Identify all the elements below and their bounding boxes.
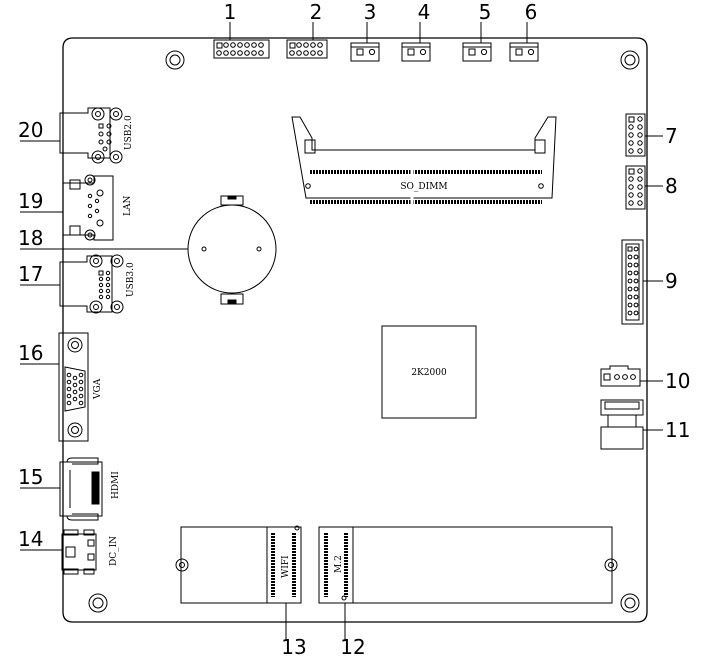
- callout-14: 14: [18, 527, 43, 551]
- callout-20: 20: [18, 118, 43, 142]
- dc-in-jack: [61, 529, 97, 575]
- leader-lines: [20, 22, 663, 640]
- callout-6: 6: [525, 0, 538, 24]
- wifi-slot: [175, 525, 302, 604]
- callout-9: 9: [665, 269, 678, 293]
- callout-1: 1: [224, 0, 237, 24]
- callout-16: 16: [18, 341, 43, 365]
- lan-port: [62, 174, 114, 241]
- header-1: [213, 39, 270, 59]
- header-8: [625, 165, 646, 210]
- vga-port: [58, 332, 89, 442]
- header-7: [625, 113, 646, 157]
- callout-11: 11: [665, 418, 690, 442]
- so-dimm-slot: [291, 116, 557, 206]
- connector-10: [600, 365, 641, 387]
- callout-3: 3: [364, 0, 377, 24]
- callout-8: 8: [665, 174, 678, 198]
- mounting-holes: [88, 50, 640, 613]
- wifi-label: WIFI: [281, 555, 291, 578]
- connector-11: [600, 399, 644, 450]
- callout-15: 15: [18, 465, 43, 489]
- callout-12: 12: [340, 635, 365, 659]
- hdmi-label: HDMI: [111, 471, 121, 499]
- usb3-port: [59, 254, 124, 314]
- callout-17: 17: [18, 262, 43, 286]
- connector-4: [401, 42, 431, 62]
- callout-4: 4: [418, 0, 431, 24]
- usb2-port: [59, 107, 123, 164]
- callout-18: 18: [18, 226, 43, 250]
- callout-7: 7: [665, 124, 678, 148]
- chip-label: 2K2000: [411, 368, 447, 378]
- header-9: [621, 239, 644, 325]
- header-2: [286, 39, 328, 59]
- callout-10: 10: [665, 369, 690, 393]
- so-dimm-label: SO_DIMM: [400, 182, 447, 192]
- m2-label: M.2: [334, 555, 344, 573]
- connector-6: [509, 42, 539, 62]
- battery-holder: [187, 195, 277, 305]
- callout-2: 2: [310, 0, 323, 24]
- connector-5: [462, 42, 492, 62]
- hdmi-port: [59, 457, 103, 521]
- board-outline: [62, 37, 648, 623]
- callout-13: 13: [281, 635, 306, 659]
- usb2-label: USB2.0: [124, 115, 134, 150]
- m2-slot: [318, 526, 618, 604]
- soc-chip: [381, 325, 477, 419]
- vga-label: VGA: [93, 378, 103, 400]
- lan-label: LAN: [123, 196, 133, 216]
- callout-5: 5: [479, 0, 492, 24]
- usb3-label: USB3.0: [126, 262, 136, 297]
- dc-in-label: DC_IN: [109, 536, 119, 566]
- connector-3: [350, 42, 380, 62]
- callout-19: 19: [18, 189, 43, 213]
